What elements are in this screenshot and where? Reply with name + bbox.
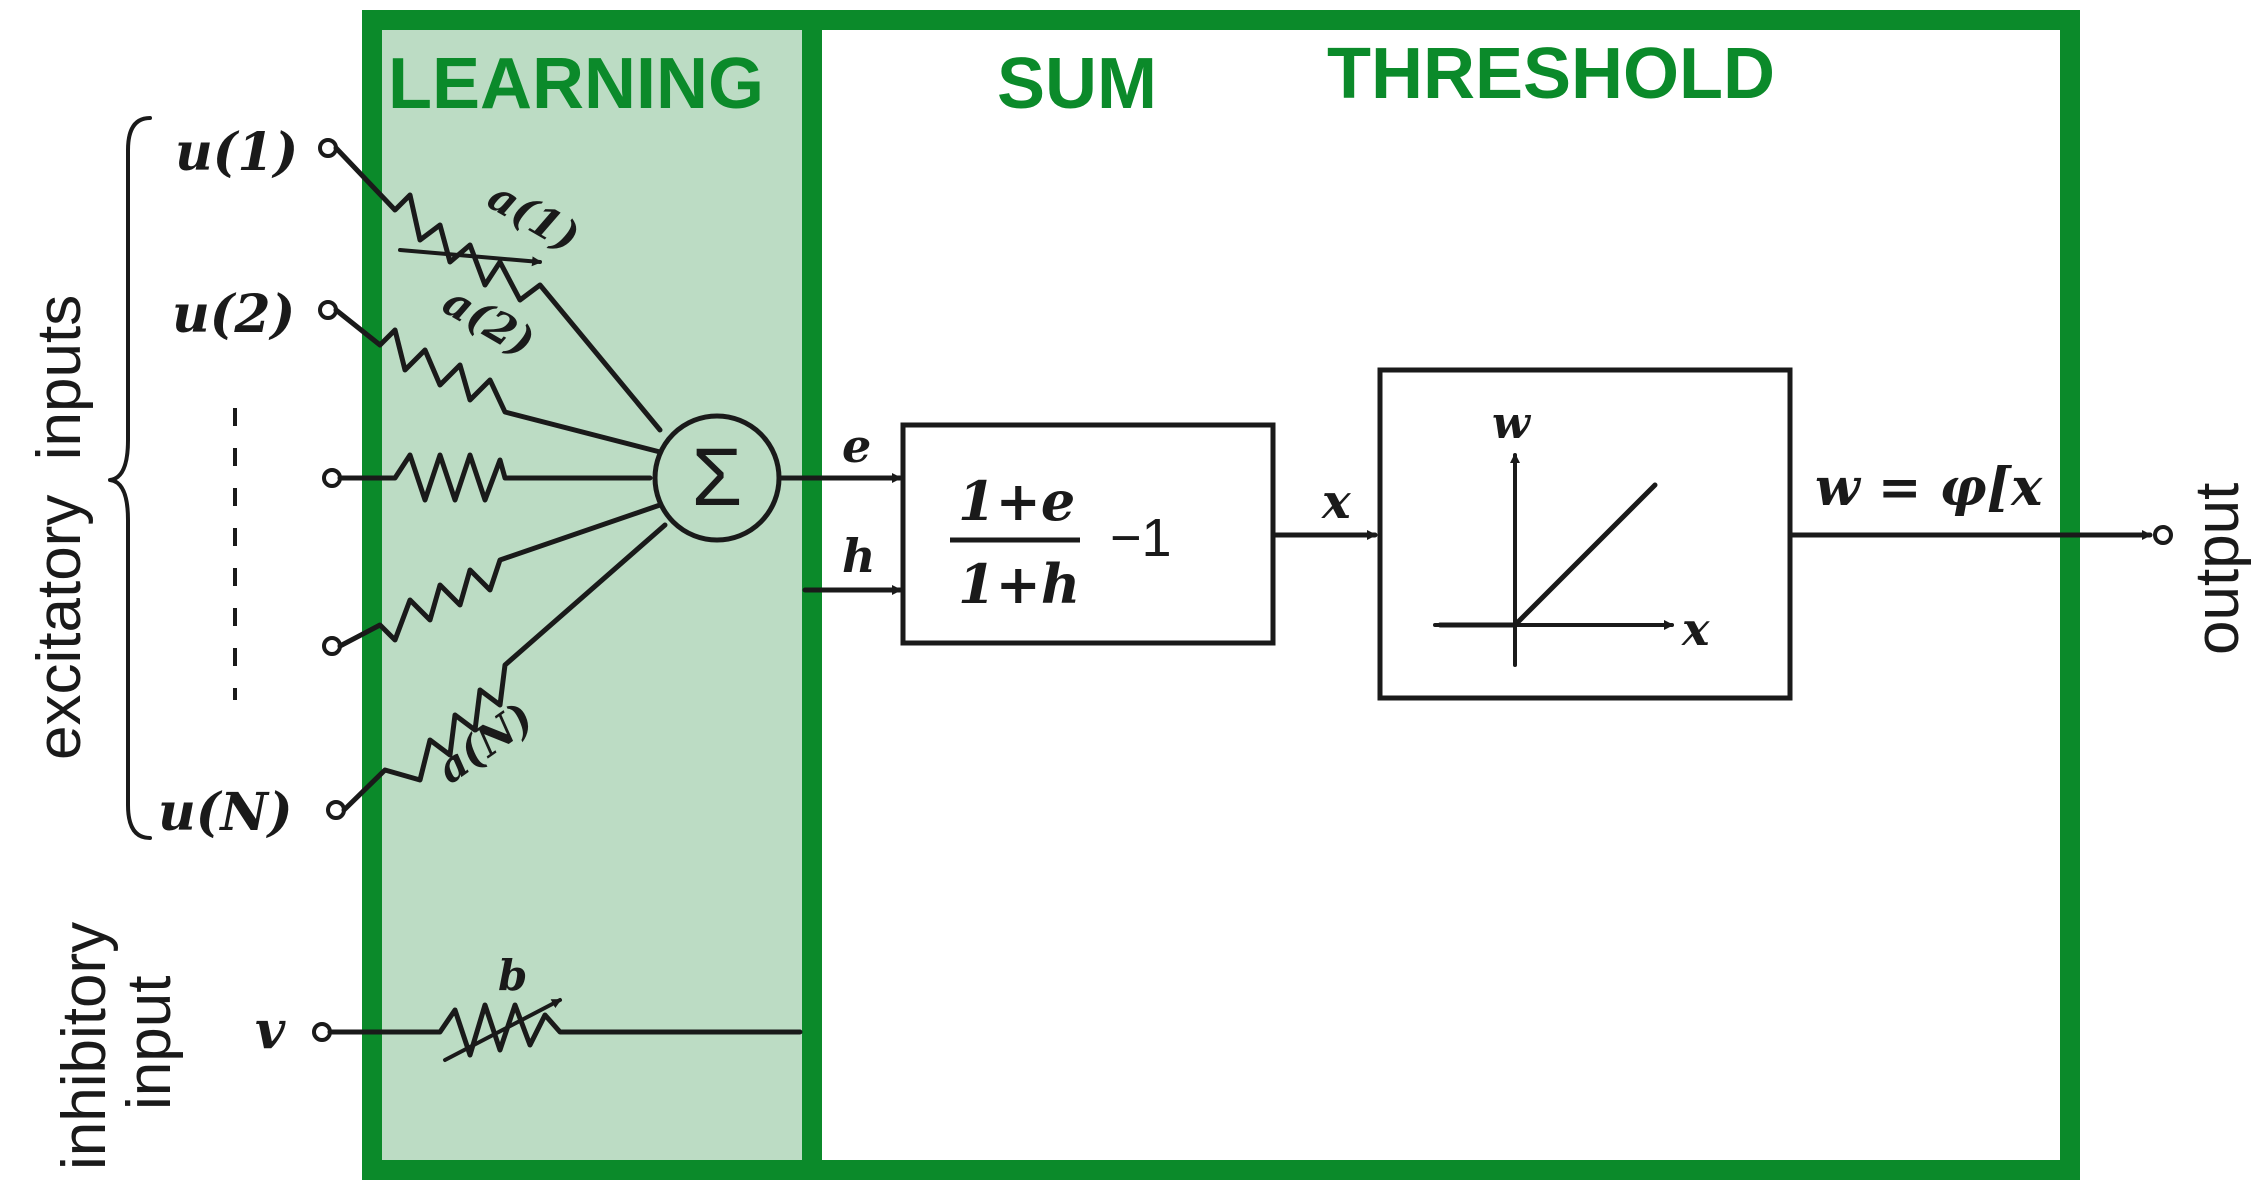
sigma-icon: Σ [692, 432, 743, 523]
input-v-label: v [255, 1000, 286, 1061]
resistor-arrow-a1 [398, 248, 542, 267]
input-u2-label: u(2) [172, 284, 295, 345]
outer-green-frame [362, 10, 2080, 1180]
learning-region-fill [372, 22, 812, 1168]
wire-v [327, 1002, 803, 1058]
formula-denominator: 1+h [958, 552, 1080, 616]
threshold-title: THRESHOLD [1327, 34, 1775, 114]
output-terminal [2153, 525, 2173, 545]
resistor-arrow-b [443, 998, 562, 1062]
excitatory-brace [108, 116, 152, 840]
weight-b-label: b [498, 951, 527, 1000]
input-uN-label: u(N) [158, 782, 293, 843]
weighted-wires [327, 145, 803, 1062]
wire-uN [341, 522, 668, 813]
wire-u2 [333, 307, 663, 455]
wire-u3 [337, 452, 653, 503]
signal-e-label: e [842, 419, 871, 473]
input-u1-label: u(1) [175, 122, 298, 183]
signal-h-label: h [842, 529, 875, 583]
signal-x-label: x [1321, 474, 1352, 530]
input-terminals [312, 138, 346, 1042]
excitatory-inputs-label: excitatory inputs [25, 295, 94, 760]
sum-title: SUM [997, 44, 1157, 124]
output-label: output [2183, 483, 2252, 655]
threshold-axis-y-label: w [1492, 398, 1532, 449]
formula-numerator: 1+e [958, 469, 1075, 533]
threshold-block [1377, 367, 1793, 701]
formula-suffix: −1 [1110, 508, 1172, 568]
output-expression: w = φ[x [1815, 457, 2043, 518]
learning-title: LEARNING [388, 44, 764, 124]
threshold-axis-x-label: x [1681, 602, 1710, 656]
inhibitory-label-line1: inhibitory [50, 922, 119, 1170]
inhibitory-label-line2: input [115, 976, 184, 1110]
wire-u4 [337, 502, 663, 649]
threshold-curve [1437, 482, 1658, 628]
